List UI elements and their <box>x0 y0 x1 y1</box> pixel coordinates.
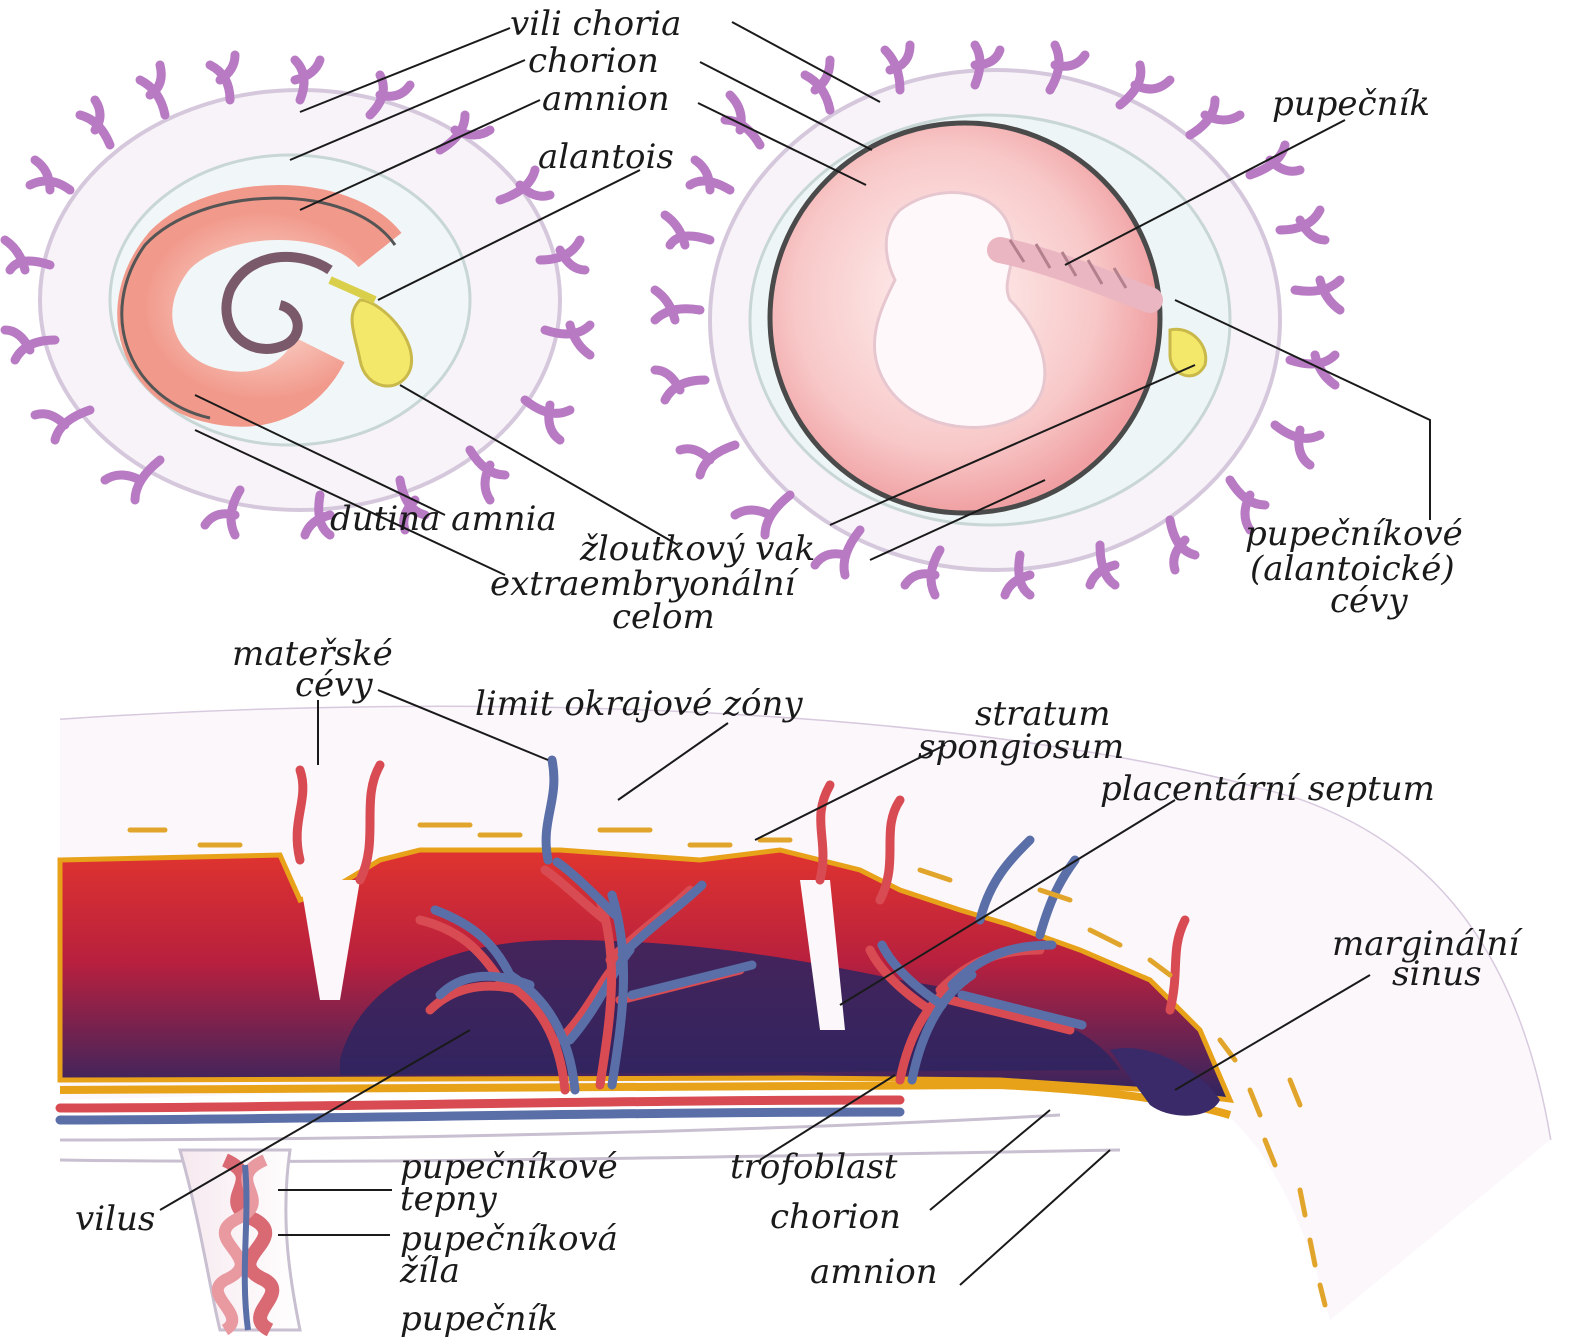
label-vilus: vilus <box>75 1199 155 1239</box>
label-chorion-top: chorion <box>528 41 659 81</box>
label-trofoblast: trofoblast <box>730 1147 898 1187</box>
label-alantois: alantois <box>538 137 674 177</box>
label-pupecnikova-zila-2: žíla <box>399 1251 460 1291</box>
chorionic-plate-vessels-blue <box>60 1112 900 1120</box>
later-embryo-illustration <box>710 70 1280 570</box>
label-sinus: sinus <box>1392 954 1482 994</box>
label-placentarni-septum: placentární septum <box>1100 769 1435 809</box>
early-embryo-illustration <box>40 90 560 510</box>
label-dutina-amnia: dutina amnia <box>330 499 557 539</box>
label-pupecnikove-cevy-3: cévy <box>1330 581 1408 621</box>
label-zloutkovy-vak: žloutkový vak <box>579 529 815 569</box>
label-limit-okrajove-zony: limit okrajové zóny <box>475 684 803 724</box>
label-chorion-bottom: chorion <box>770 1197 901 1237</box>
label-pupecnikove-cevy-1: pupečníkové <box>1245 514 1463 554</box>
label-spongiosum: spongiosum <box>918 727 1124 767</box>
label-pupecnikove-tepny-2: tepny <box>400 1179 497 1219</box>
label-materske-cevy-2: cévy <box>295 665 373 705</box>
umbilical-vein <box>245 1165 248 1330</box>
label-amnion-top: amnion <box>542 79 670 119</box>
label-vili-choria: vili choria <box>510 4 681 44</box>
label-celom: celom <box>612 597 715 637</box>
chorionic-plate-vessels-red <box>60 1100 900 1108</box>
label-pupecnik-bottom: pupečník <box>400 1299 558 1339</box>
label-amnion-bottom: amnion <box>810 1252 938 1292</box>
label-pupecnik-top: pupečník <box>1272 84 1430 124</box>
